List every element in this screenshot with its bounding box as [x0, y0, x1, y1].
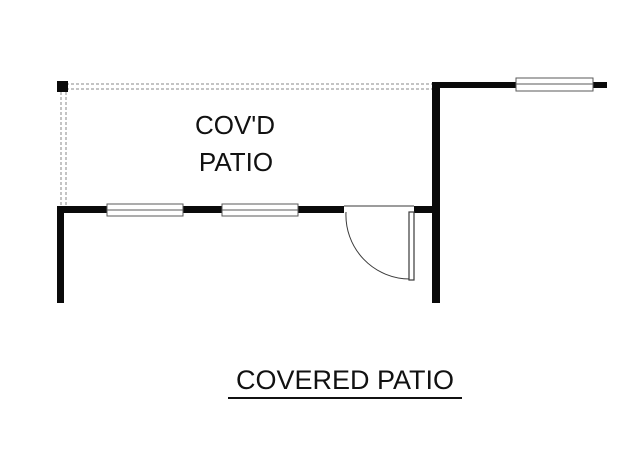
- corner-post: [57, 81, 68, 92]
- walls: [57, 81, 607, 303]
- room-label-line-2: PATIO: [199, 147, 273, 177]
- door-swing-arc: [345, 211, 411, 280]
- window-1: [106, 203, 184, 217]
- right-wall: [432, 82, 440, 303]
- mid-wall-segment-4: [414, 206, 434, 213]
- left-wall: [57, 206, 64, 303]
- window-3: [515, 77, 594, 92]
- upper-right-wall: [432, 82, 516, 88]
- door-leaf: [408, 211, 415, 281]
- mid-wall-segment-1: [57, 206, 107, 213]
- patio-open-edge: [60, 83, 432, 207]
- mid-wall-segment-3: [298, 206, 344, 213]
- room-label-line-1: COV'D: [195, 110, 275, 140]
- mid-wall-segment-2: [183, 206, 222, 213]
- window-2: [221, 203, 299, 217]
- upper-right-wall-end: [593, 82, 607, 88]
- plan-title: COVERED PATIO: [236, 365, 454, 395]
- door: [344, 205, 415, 281]
